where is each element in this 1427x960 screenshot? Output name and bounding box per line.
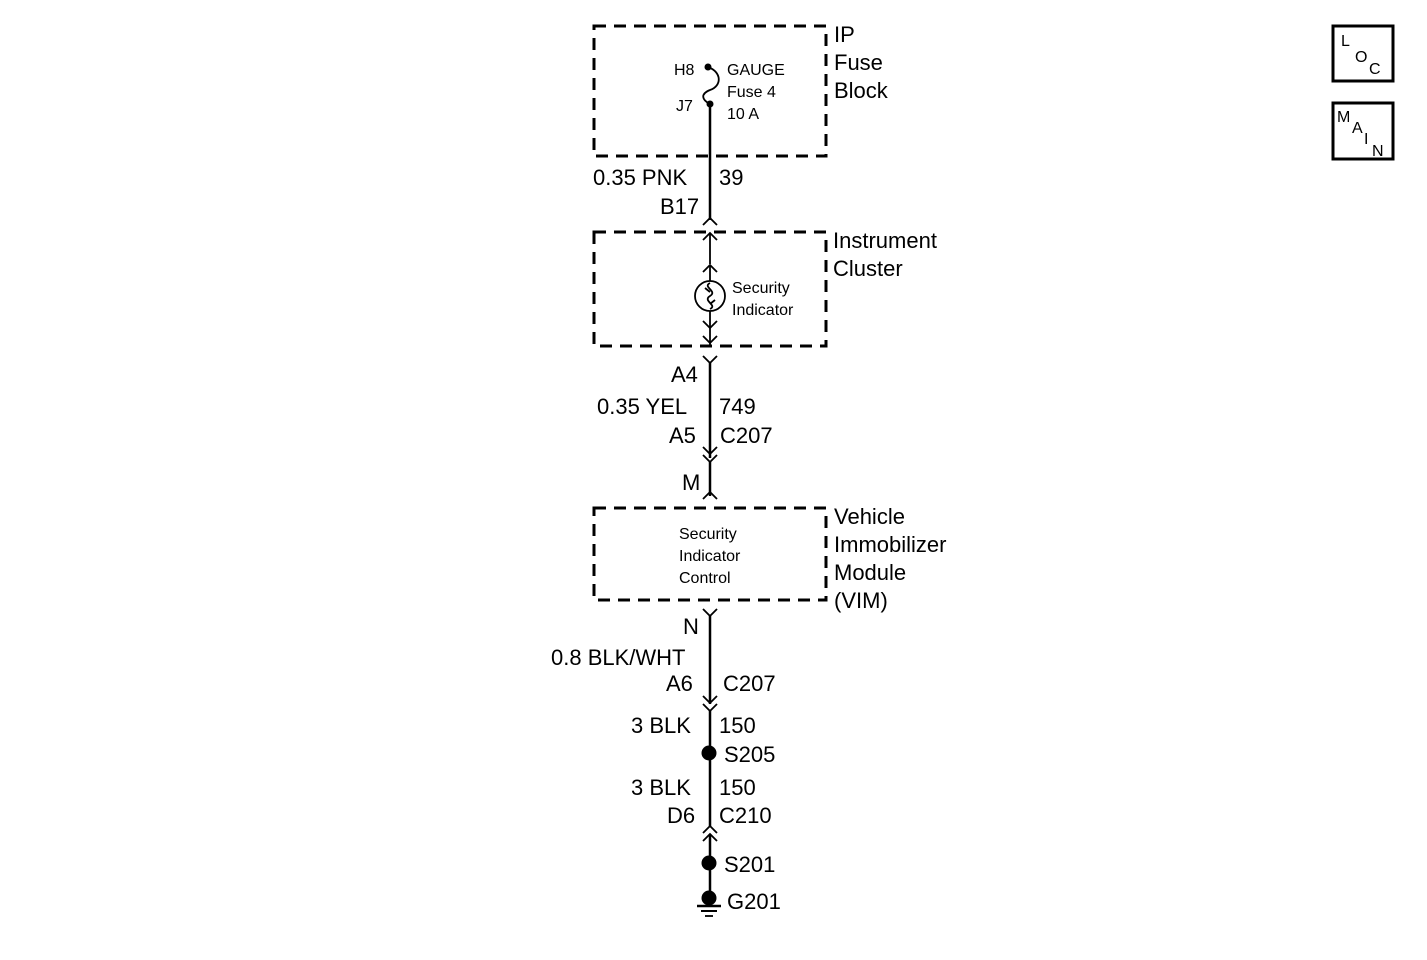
ground-icon	[697, 890, 721, 917]
security-indicator-label-line: Indicator	[732, 302, 794, 319]
connector-arrow-icon	[702, 490, 718, 500]
fuse-label-line: GAUGE	[727, 62, 785, 79]
wire-150-circuit: 150	[719, 713, 756, 738]
fuse-label-line: Fuse 4	[727, 84, 776, 101]
vehicle-immobilizer-module: Vehicle Immobilizer Module (VIM) Securit…	[592, 504, 946, 613]
svg-text:L: L	[1341, 33, 1350, 50]
splice-dot-icon	[701, 745, 717, 761]
ip-fuse-block-name-line: Fuse	[834, 50, 883, 75]
connector-arrow-icon	[702, 824, 718, 834]
svg-text:N: N	[1372, 143, 1384, 160]
wire-39-pin: B17	[660, 194, 699, 219]
splice-s201-label: S201	[724, 852, 775, 877]
wire-150-gauge-color: 3 BLK	[631, 713, 691, 738]
main-button[interactable]: M A I N	[1331, 101, 1395, 161]
instrument-cluster: Instrument Cluster Security Indicator	[592, 228, 937, 348]
wire-blk-wht-pin-conn: A6	[666, 671, 693, 696]
wire-39-gauge-color: 0.35 PNK	[593, 165, 687, 190]
instrument-cluster-name-line: Instrument	[833, 228, 937, 253]
svg-text:C: C	[1369, 61, 1381, 78]
splice-s205-label: S205	[724, 742, 775, 767]
ip-fuse-block-name-line: IP	[834, 22, 855, 47]
connector-arrow-icon	[702, 703, 718, 713]
wire-749-circuit: 749	[719, 394, 756, 419]
wire-150b-connector: C210	[719, 803, 772, 828]
wire-blk-wht-gauge-color: 0.8 BLK/WHT	[551, 645, 685, 670]
connector-arrow-icon	[702, 335, 718, 345]
fuse-icon	[702, 63, 720, 108]
vim-name-line: Vehicle	[834, 504, 905, 529]
instrument-cluster-outline	[592, 230, 828, 348]
connector-arrow-icon	[702, 355, 718, 365]
vim-name-line: Module	[834, 560, 906, 585]
vim-inner-label-line: Security	[679, 526, 737, 543]
indicator-lamp-icon	[694, 280, 726, 312]
wire-749-pin-top: A4	[671, 362, 698, 387]
vim-name-line: Immobilizer	[834, 532, 946, 557]
wire-749-pin-conn: A5	[669, 423, 696, 448]
fuse-pin-in: H8	[674, 62, 695, 79]
vim-inner-label-line: Control	[679, 570, 731, 587]
ip-fuse-block: IP Fuse Block H8 J7 GAUGE Fuse 4 10 A	[592, 22, 889, 158]
svg-text:M: M	[1337, 109, 1350, 126]
connector-arrow-icon	[702, 695, 718, 705]
connector-arrow-icon	[702, 608, 718, 618]
wire-150b-gauge-color: 3 BLK	[631, 775, 691, 800]
vim-name-line: (VIM)	[834, 588, 888, 613]
wire-150b-pin-conn: D6	[667, 803, 695, 828]
fuse-pin-out: J7	[676, 98, 693, 115]
svg-text:A: A	[1352, 120, 1363, 137]
vim-inner-label-line: Indicator	[679, 548, 741, 565]
loc-button[interactable]: L O C	[1331, 24, 1395, 83]
vim-outline	[592, 506, 828, 602]
instrument-cluster-name-line: Cluster	[833, 256, 903, 281]
wire-blk-wht-connector: C207	[723, 671, 776, 696]
wire-150b-circuit: 150	[719, 775, 756, 800]
connector-arrow-icon	[702, 446, 718, 456]
wire-749-connector: C207	[720, 423, 773, 448]
wire-blk-wht-pin-vim: N	[683, 614, 699, 639]
splice-dot-icon	[701, 855, 717, 871]
svg-text:O: O	[1355, 49, 1367, 66]
wire-749-pin-vim: M	[682, 470, 700, 495]
connector-arrow-icon	[702, 216, 718, 226]
fuse-label-line: 10 A	[727, 106, 759, 123]
wire-39-circuit: 39	[719, 165, 743, 190]
connector-arrow-icon	[702, 320, 718, 330]
svg-text:I: I	[1364, 131, 1368, 148]
security-indicator-label-line: Security	[732, 280, 790, 297]
wire-749-gauge-color: 0.35 YEL	[597, 394, 687, 419]
ip-fuse-block-name-line: Block	[834, 78, 889, 103]
ground-g201-label: G201	[727, 889, 781, 914]
